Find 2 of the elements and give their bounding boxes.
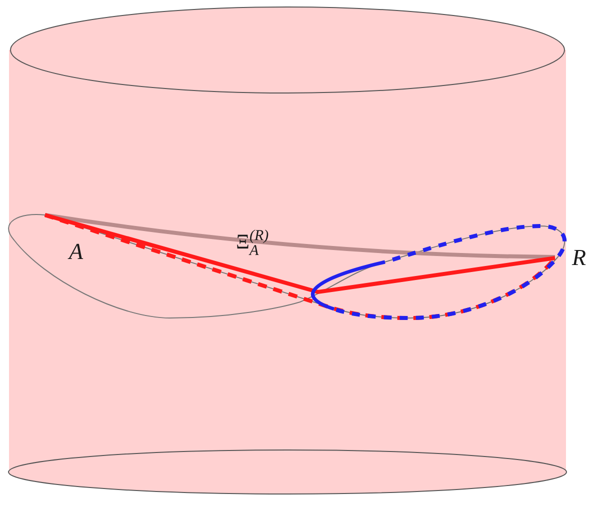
region-label: R <box>572 246 586 269</box>
region-label: A <box>69 240 84 263</box>
